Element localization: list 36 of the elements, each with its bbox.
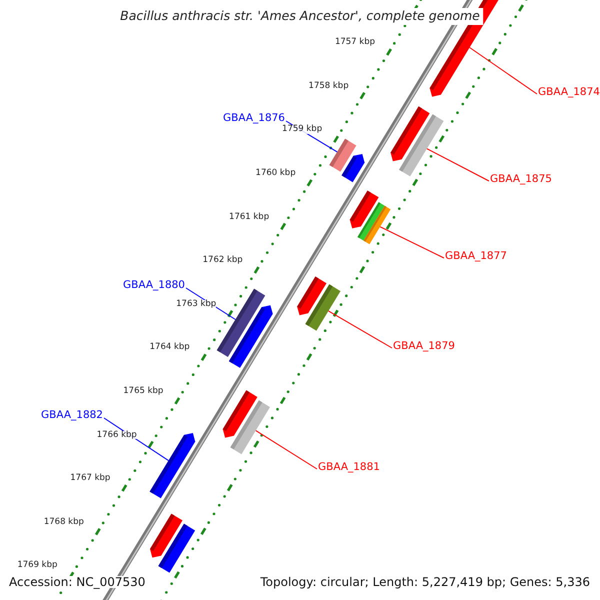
gene-label: GBAA_1881 xyxy=(318,462,380,472)
scale-label: 1757 kbp xyxy=(334,38,375,46)
gene-segment xyxy=(342,154,365,182)
scale-label: 1760 kbp xyxy=(256,168,296,178)
gene-label: GBAA_1880 xyxy=(123,280,185,290)
gene-segment xyxy=(228,305,273,368)
scale-label: 1765 kbp xyxy=(123,386,164,396)
gene-segment xyxy=(150,433,196,498)
leader-line xyxy=(426,148,490,182)
scale-label: 1763 kbp xyxy=(176,300,216,308)
gene-label: GBAA_1877 xyxy=(445,251,507,262)
scale-label: 1762 kbp xyxy=(202,256,243,265)
scale-label: 1761 kbp xyxy=(229,212,270,221)
gene-segment xyxy=(399,114,444,176)
gene-label: GBAA_1875 xyxy=(490,174,552,184)
scale-label: 1758 kbp xyxy=(308,82,349,90)
gene-label: GBAA_1876 xyxy=(223,113,285,124)
genome-stats-text: Topology: circular; Length: 5,227,419 bp; Genes: 5,336 xyxy=(260,576,590,588)
leader-line xyxy=(380,226,444,258)
scale-label: 1767 kbp xyxy=(70,474,110,483)
scale-label: 1764 kbp xyxy=(150,343,190,352)
scale-label: 1769 kbp xyxy=(17,561,58,570)
scale-label: 1768 kbp xyxy=(44,518,84,526)
gene-segment xyxy=(305,284,340,331)
gene-segment xyxy=(364,206,391,244)
leader-line xyxy=(328,310,392,348)
gene-segment xyxy=(158,524,196,573)
gene-label: GBAA_1874 xyxy=(538,87,600,98)
gene-label: GBAA_1879 xyxy=(393,341,455,352)
accession-text: Accession: NC_007530 xyxy=(9,576,146,588)
gene-segment xyxy=(230,400,270,454)
leader-line xyxy=(469,47,538,94)
gene-label: GBAA_1882 xyxy=(41,410,103,420)
scale-label: 1766 kbp xyxy=(96,430,137,439)
leader-line xyxy=(255,430,318,470)
scale-label: 1759 kbp xyxy=(282,125,322,134)
